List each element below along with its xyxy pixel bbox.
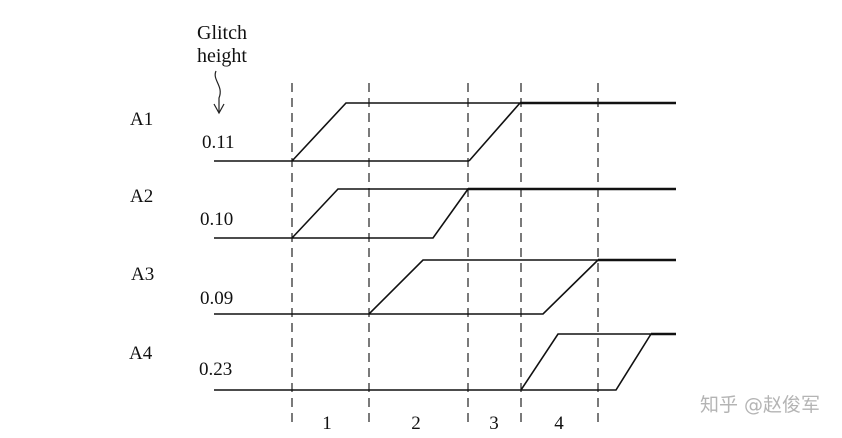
interval-label-2: 2 bbox=[411, 413, 421, 434]
interval-label-4: 4 bbox=[554, 413, 564, 434]
glitch-value: 0.10 bbox=[200, 209, 233, 230]
signal-a1: A1 0.11 bbox=[130, 101, 676, 162]
waveform bbox=[214, 333, 652, 391]
glitch-value: 0.11 bbox=[202, 132, 235, 153]
waveform bbox=[214, 259, 599, 315]
glitch-value: 0.09 bbox=[200, 288, 233, 309]
signal-label: A2 bbox=[130, 186, 153, 207]
signal-a4: A4 0.23 bbox=[129, 332, 676, 391]
watermark-text: 知乎 @赵俊军 bbox=[700, 394, 820, 416]
waveform bbox=[214, 188, 469, 239]
glitch-value: 0.23 bbox=[199, 359, 232, 380]
signal-label: A3 bbox=[131, 264, 154, 285]
time-boundaries bbox=[291, 83, 599, 428]
interval-label-3: 3 bbox=[489, 413, 499, 434]
waveform bbox=[214, 102, 521, 162]
signal-a2: A2 0.10 bbox=[130, 186, 676, 239]
signal-a3: A3 0.09 bbox=[131, 258, 676, 315]
interval-labels: 1 2 3 4 bbox=[322, 413, 564, 434]
signal-label: A4 bbox=[129, 343, 153, 364]
signal-label: A1 bbox=[130, 109, 153, 130]
pointer-arrow-icon bbox=[213, 70, 225, 115]
header-line-1: Glitch bbox=[197, 22, 247, 44]
header-line-2: height bbox=[197, 45, 247, 67]
interval-label-1: 1 bbox=[322, 413, 332, 434]
